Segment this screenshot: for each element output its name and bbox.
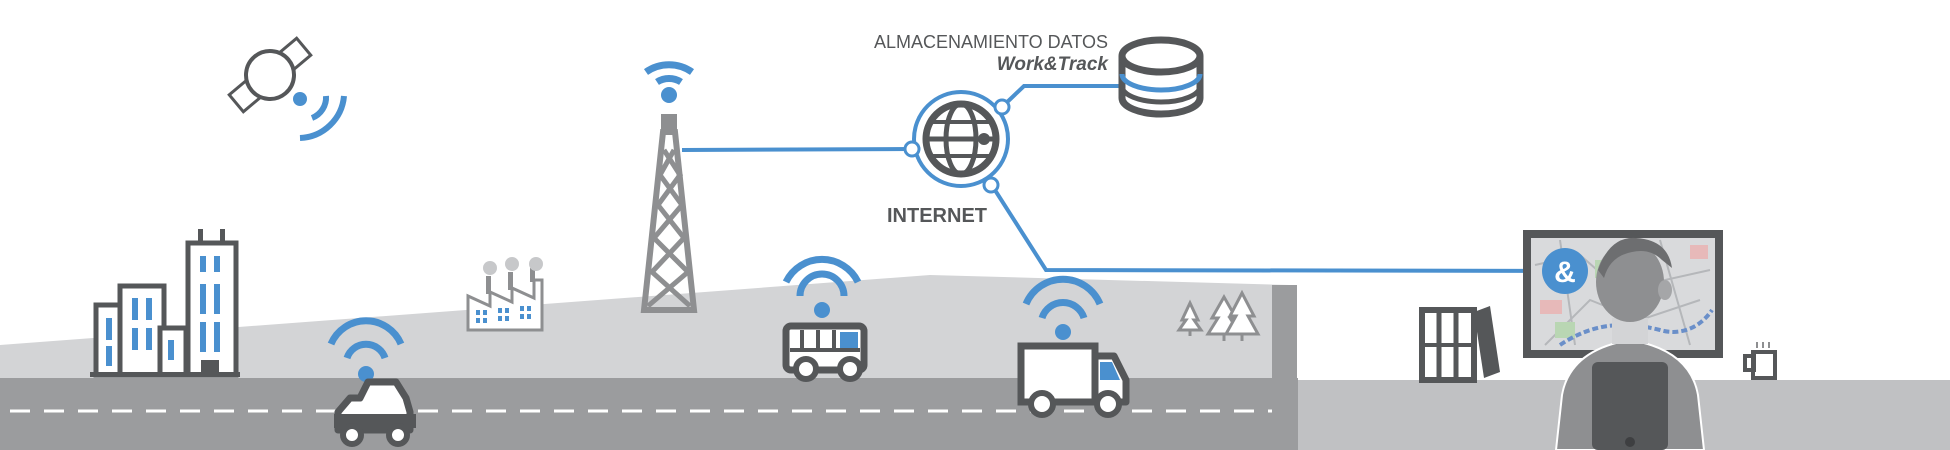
- car-icon: [327, 317, 416, 447]
- storage-title: ALMACENAMIENTO DATOS: [874, 32, 1108, 52]
- bus-icon: [782, 256, 868, 382]
- satellite-icon: [227, 36, 347, 141]
- network-lines: [681, 84, 1561, 273]
- internet-to-monitor-line: [991, 185, 1561, 273]
- wifi-icon: [643, 61, 695, 86]
- trees-icon: [1176, 289, 1261, 341]
- person-icon: [1554, 237, 1706, 450]
- tower-to-internet-line: [681, 147, 913, 152]
- database-icon: [1118, 36, 1204, 118]
- internet-label: INTERNET: [887, 205, 987, 227]
- ampersand-badge: &: [1542, 248, 1588, 294]
- terrain: [0, 275, 1950, 450]
- binders-icon: [1419, 306, 1500, 383]
- mug-icon: [1743, 342, 1777, 380]
- truck-icon: [1017, 275, 1130, 418]
- building-icon: [90, 229, 240, 378]
- storage-brand: Work&Track: [997, 54, 1110, 75]
- cell-tower-icon: [640, 61, 698, 313]
- globe-icon: [903, 90, 1011, 194]
- hill: [0, 275, 1290, 385]
- factory-icon: [466, 257, 544, 332]
- internet-to-database-line: [1000, 84, 1120, 109]
- ampersand-badge-text: &: [1554, 256, 1576, 289]
- wall: [1272, 285, 1297, 450]
